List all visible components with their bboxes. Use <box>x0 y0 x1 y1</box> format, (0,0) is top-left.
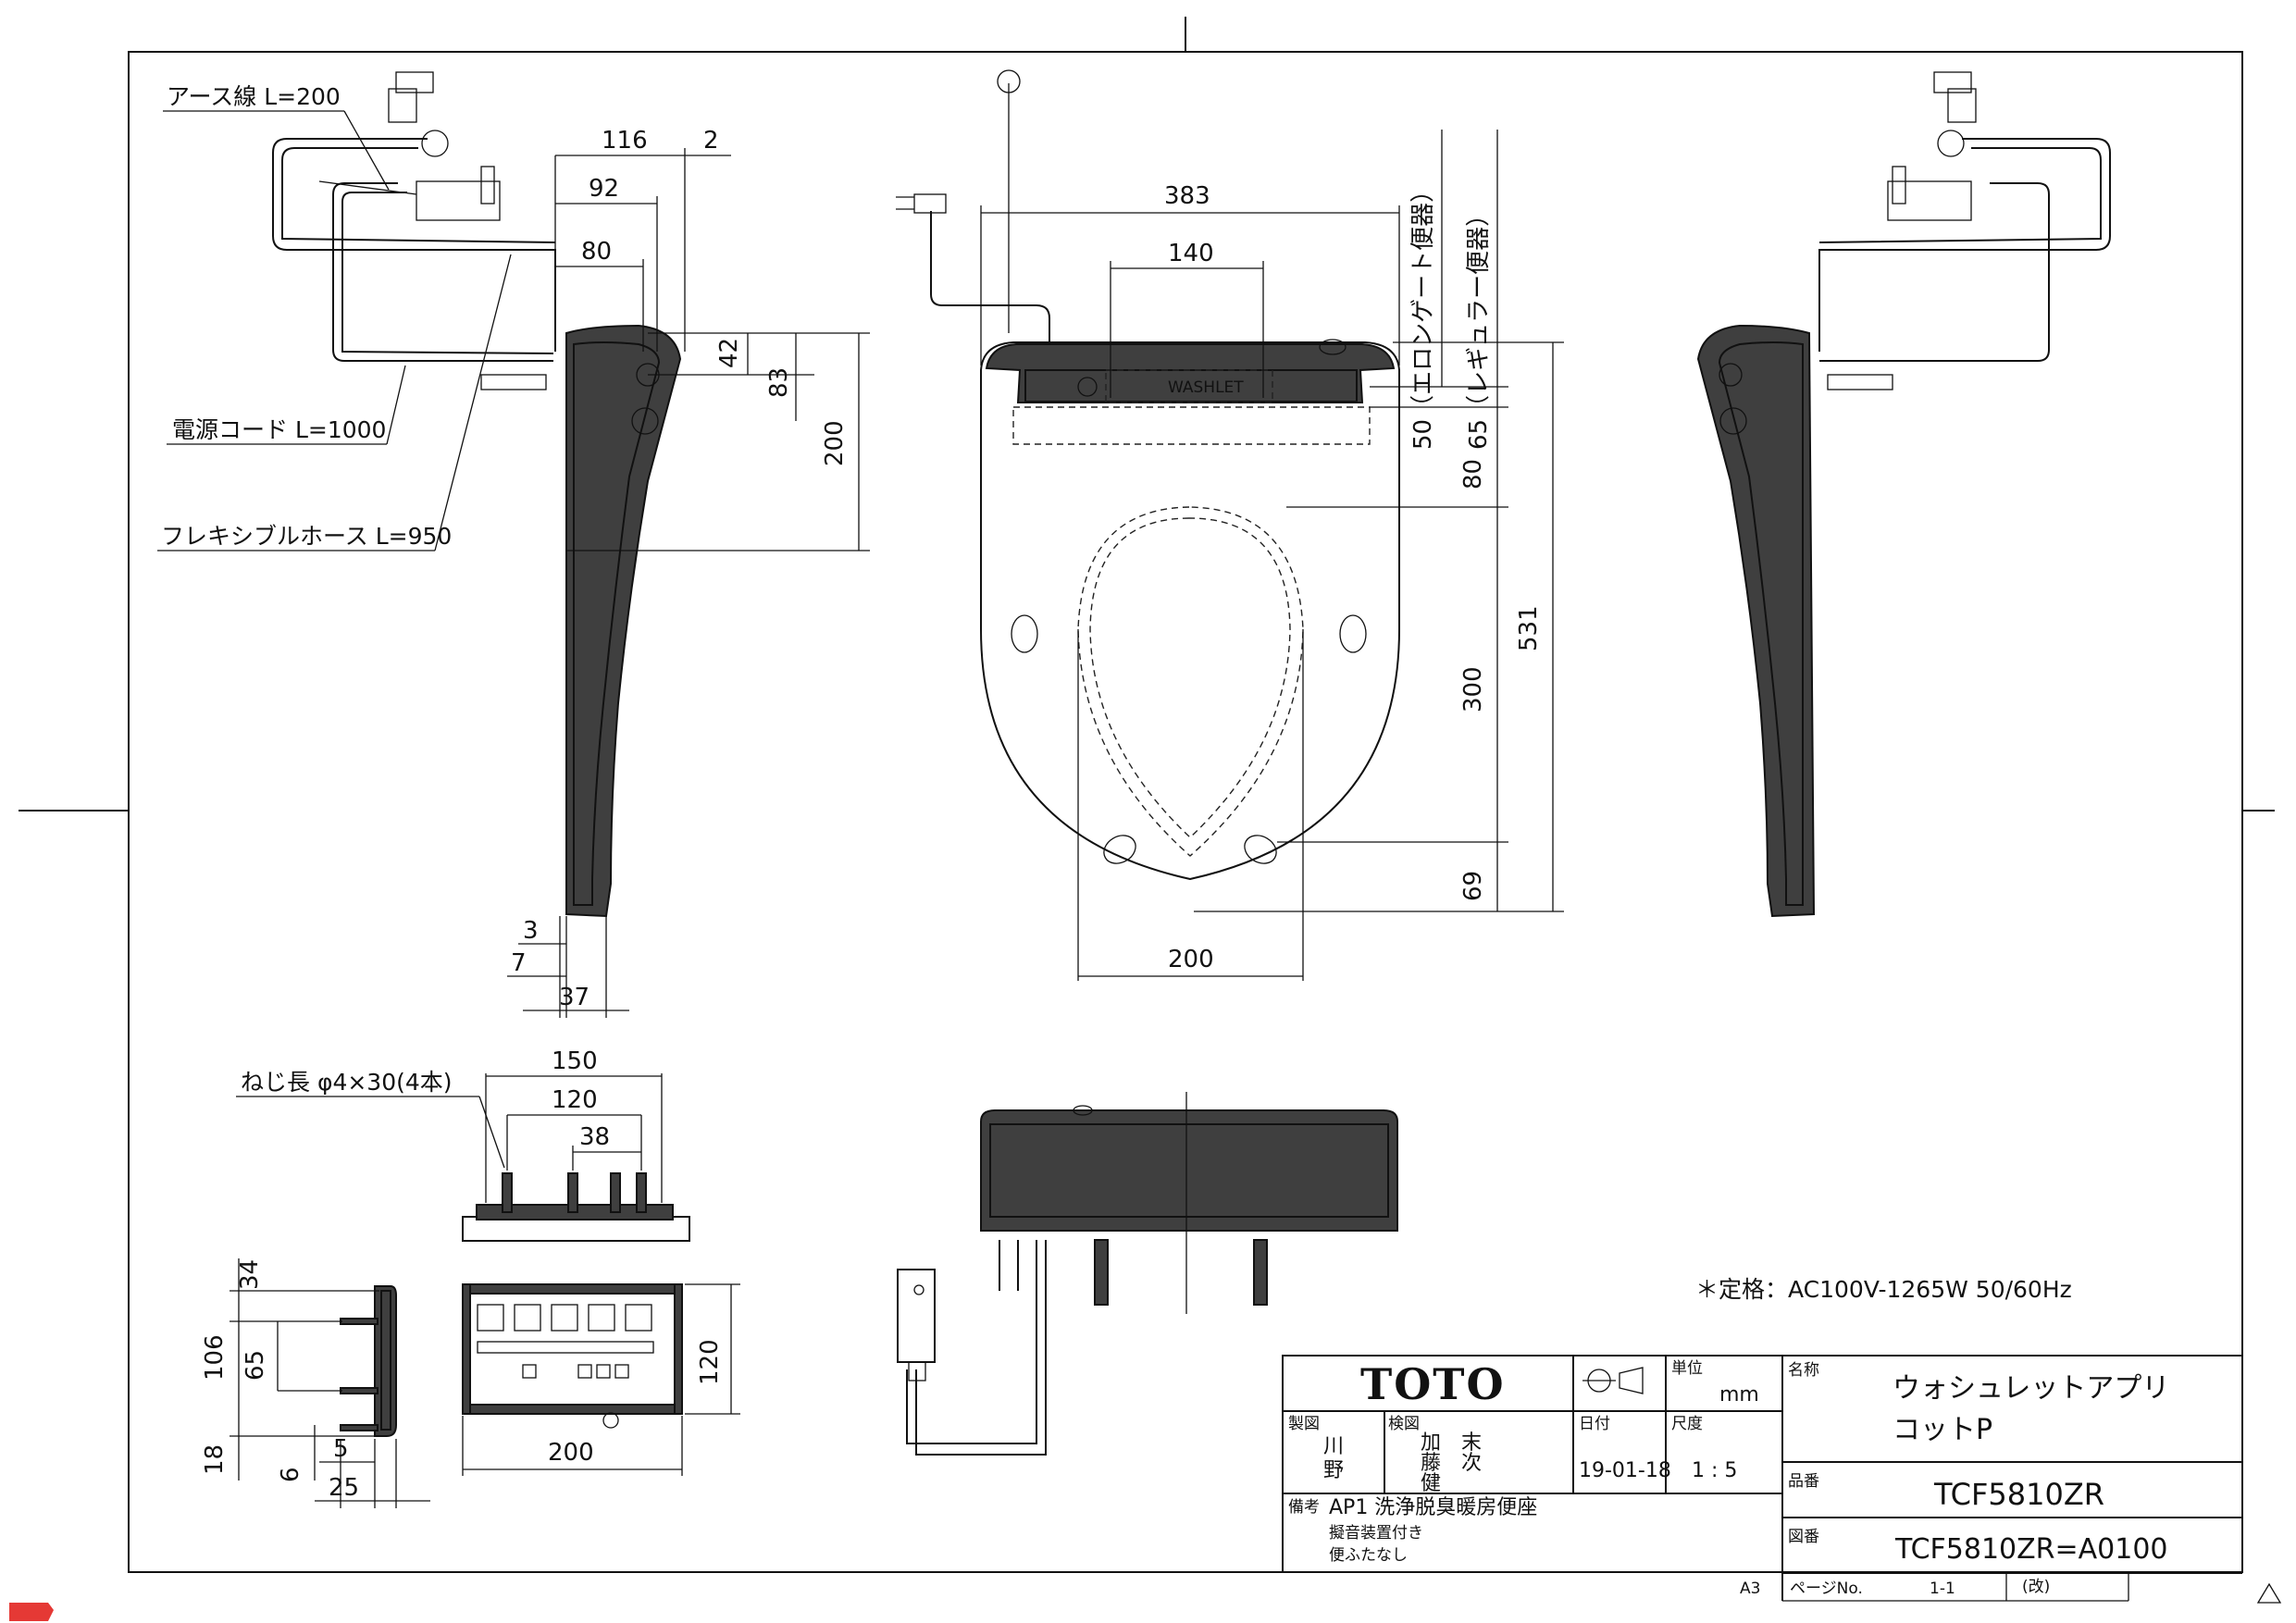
svg-text:34: 34 <box>236 1259 264 1290</box>
svg-text:7: 7 <box>511 949 527 977</box>
svg-text:図番: 図番 <box>1788 1528 1819 1546</box>
svg-text:5: 5 <box>333 1435 349 1463</box>
elongated-label: 50（エロンゲート便器） <box>1409 179 1437 450</box>
svg-text:531: 531 <box>1515 605 1543 651</box>
page-number: 1-1 <box>1930 1580 1955 1598</box>
svg-text:92: 92 <box>589 175 619 203</box>
part-number: TCF5810ZR <box>1933 1477 2104 1512</box>
svg-text:200: 200 <box>548 1439 594 1467</box>
svg-text:品番: 品番 <box>1788 1472 1819 1491</box>
svg-text:名称: 名称 <box>1788 1361 1819 1380</box>
top-view-dimensions: 383 140 50（エロンゲート便器） 65（レギュラー便器） 80 300 … <box>980 130 1564 981</box>
power-cord-label: 電源コード L=1000 <box>172 416 386 443</box>
mounting-plate: ねじ長 φ4×30(4本) 150 120 38 <box>236 1047 690 1242</box>
svg-text:120: 120 <box>552 1086 598 1114</box>
svg-text:116: 116 <box>602 127 648 155</box>
svg-text:200: 200 <box>1168 946 1214 973</box>
seat-top-body <box>980 341 1400 881</box>
svg-text:65: 65 <box>242 1350 269 1381</box>
svg-text:野: 野 <box>1323 1459 1344 1482</box>
title-block: TOTO 単位 mm 名称 ウォシュレットアプリ コットP 製図 川 野 検図 … <box>1282 1355 2243 1602</box>
svg-text:ページNo.: ページNo. <box>1790 1580 1863 1598</box>
remote-side-view: 106 65 34 18 6 5 25 <box>201 1258 430 1508</box>
brand-mark-icon <box>9 1603 54 1621</box>
flex-hose-label: フレキシブルホース L=950 <box>161 523 452 550</box>
remote-front-view: 200 120 <box>462 1283 740 1476</box>
svg-text:備考: 備考 <box>1288 1498 1320 1517</box>
svg-text:383: 383 <box>1164 182 1210 210</box>
drawing-number: TCF5810ZR=A0100 <box>1894 1533 2168 1566</box>
top-view: WASHLET <box>896 69 1400 881</box>
svg-text:川: 川 <box>1323 1435 1344 1458</box>
svg-text:42: 42 <box>715 338 743 368</box>
svg-text:検図: 検図 <box>1388 1415 1420 1433</box>
seat-side-body <box>565 324 682 918</box>
product-name-line2: コットP <box>1893 1414 1992 1446</box>
drawing-scale: 1 : 5 <box>1692 1459 1737 1482</box>
svg-text:3: 3 <box>523 917 539 945</box>
remark-2: 擬音装置付き <box>1329 1524 1423 1542</box>
side-view-dimensions: 116 2 92 80 42 83 200 3 7 37 <box>507 127 870 1018</box>
unit-value: mm <box>1719 1383 1759 1406</box>
svg-text:140: 140 <box>1168 240 1214 267</box>
svg-text:6: 6 <box>277 1467 304 1482</box>
svg-text:(改): (改) <box>2022 1578 2050 1596</box>
svg-text:150: 150 <box>552 1047 598 1075</box>
earth-wire-label: アース線 L=200 <box>167 83 341 110</box>
rating-text: ＊定格：AC100V-1265W 50/60Hz <box>1695 1276 2072 1303</box>
svg-text:37: 37 <box>559 984 590 1011</box>
svg-text:2: 2 <box>703 127 719 155</box>
svg-text:単位: 単位 <box>1671 1359 1703 1378</box>
svg-text:18: 18 <box>201 1444 229 1475</box>
side-view-right <box>1696 71 2111 918</box>
svg-text:38: 38 <box>579 1123 610 1151</box>
remark-1: AP1 洗浄脱臭暖房便座 <box>1329 1496 1537 1519</box>
svg-text:80: 80 <box>581 238 612 266</box>
drawing-date: 19-01-18 <box>1579 1459 1671 1482</box>
paper-size: A3 <box>1740 1580 1760 1598</box>
svg-text:藤 次: 藤 次 <box>1421 1452 1482 1475</box>
screw-label: ねじ長 φ4×30(4本) <box>241 1069 453 1096</box>
remark-3: 便ふたなし <box>1329 1546 1408 1565</box>
svg-text:106: 106 <box>201 1334 229 1381</box>
sheet-border <box>128 51 2243 1573</box>
svg-text:25: 25 <box>329 1474 359 1502</box>
svg-text:製図: 製図 <box>1288 1415 1320 1433</box>
rear-view <box>897 1092 1398 1456</box>
toto-logo: TOTO <box>1360 1359 1506 1409</box>
seat-brand-label: WASHLET <box>1168 378 1244 397</box>
product-name-line1: ウォシュレットアプリ <box>1893 1372 2169 1405</box>
seat-side-body-right <box>1696 324 1816 918</box>
leader-labels: アース線 L=200 電源コード L=1000 フレキシブルホース L=950 <box>157 83 512 551</box>
svg-text:日付: 日付 <box>1579 1415 1610 1433</box>
svg-text:69: 69 <box>1459 871 1487 901</box>
svg-text:300: 300 <box>1459 666 1487 712</box>
svg-text:120: 120 <box>696 1339 724 1385</box>
svg-text:83: 83 <box>765 367 793 398</box>
svg-text:80: 80 <box>1459 459 1487 489</box>
svg-text:200: 200 <box>821 420 849 466</box>
side-view-left <box>272 71 682 918</box>
regular-label: 65（レギュラー便器） <box>1465 203 1493 450</box>
svg-text:健: 健 <box>1421 1472 1441 1495</box>
svg-text:加 末: 加 末 <box>1421 1431 1482 1455</box>
revision-triangle-icon <box>2256 1582 2282 1604</box>
svg-text:尺度: 尺度 <box>1671 1415 1703 1433</box>
